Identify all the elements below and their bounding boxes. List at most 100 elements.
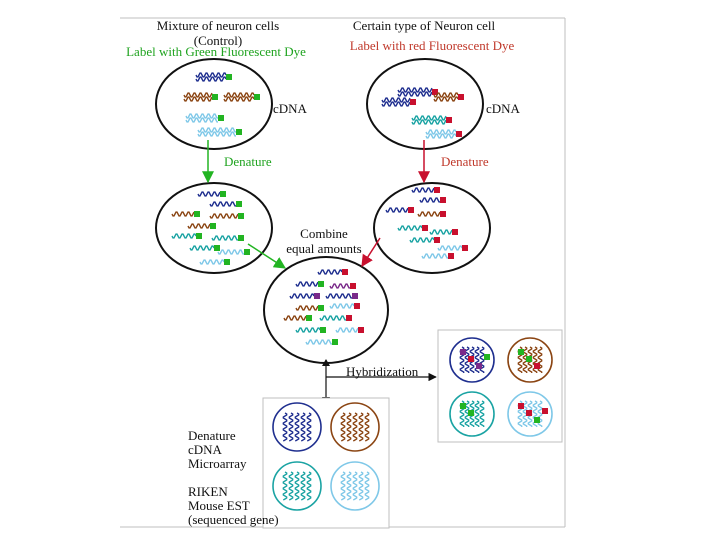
dna-strand	[189, 245, 215, 251]
array-strand	[340, 412, 346, 442]
dna-strand	[397, 87, 433, 93]
array-strand	[364, 471, 370, 501]
dna-strand	[223, 92, 255, 98]
dye-label-spot	[236, 129, 242, 135]
dye-label-spot	[422, 225, 428, 231]
dna-strand	[421, 253, 448, 259]
control-cdna-cell	[155, 58, 273, 150]
dna-strand	[411, 119, 447, 125]
dye-label-spot	[462, 245, 468, 251]
array-strand	[282, 412, 288, 442]
dye-label-spot	[352, 293, 358, 299]
array-strand	[358, 412, 364, 442]
dye-label-spot	[434, 237, 440, 243]
dna-strand	[209, 213, 239, 219]
dna-strand	[433, 92, 459, 98]
dye-label-spot	[468, 356, 474, 362]
array-strand	[358, 471, 364, 501]
dye-label-spot	[526, 410, 532, 416]
dna-strand	[283, 315, 307, 321]
dna-strand	[289, 293, 315, 299]
dna-strand	[397, 225, 423, 231]
array-spot	[272, 461, 322, 511]
target-title: Certain type of Neuron cell	[352, 18, 496, 33]
array-strand	[288, 412, 294, 442]
dna-strand	[171, 233, 197, 239]
dye-label-spot	[236, 201, 242, 207]
dye-label-spot	[224, 259, 230, 265]
cdna-left-label: cDNA	[273, 101, 307, 116]
dna-strand	[187, 223, 211, 229]
dye-label-spot	[196, 233, 202, 239]
array-strand	[294, 471, 300, 501]
dna-strand	[319, 315, 346, 321]
dye-label-spot	[354, 303, 360, 309]
dna-strand	[209, 201, 236, 207]
dye-label-spot	[332, 339, 338, 345]
dye-label-spot	[320, 327, 326, 333]
target-cdna-cell	[366, 58, 484, 150]
dye-label-spot	[408, 207, 414, 213]
denature-right-label: Denature	[441, 154, 489, 169]
dna-strand	[381, 97, 411, 103]
dye-label-spot	[526, 356, 532, 362]
dye-label-spot	[468, 410, 474, 416]
dna-strand	[417, 211, 441, 217]
array-spot	[272, 402, 322, 452]
array-strand	[306, 412, 312, 442]
array-strand	[300, 471, 306, 501]
dye-label-spot	[484, 354, 490, 360]
dye-label-spot	[456, 131, 462, 137]
dye-label-spot	[434, 187, 440, 193]
array-strand	[282, 471, 288, 501]
dna-strand	[295, 281, 319, 287]
dna-strand	[317, 269, 343, 275]
dye-label-spot	[446, 117, 452, 123]
dye-label-spot	[194, 211, 200, 217]
array-strand	[340, 471, 346, 501]
dye-label-spot	[218, 115, 224, 121]
dna-strand	[335, 327, 359, 333]
array-strand	[532, 346, 538, 373]
dna-strand	[199, 259, 225, 265]
dna-strand	[411, 115, 447, 121]
target-denatured-cell	[373, 182, 491, 274]
dye-label-spot	[458, 94, 464, 100]
array-strand	[364, 412, 370, 442]
dye-label-spot	[342, 269, 348, 275]
array-strand	[306, 471, 312, 501]
dna-strand	[329, 303, 355, 309]
dye-label-spot	[306, 315, 312, 321]
cdna-right-label: cDNA	[486, 101, 520, 116]
dye-label-spot	[440, 211, 446, 217]
dye-label-spot	[318, 305, 324, 311]
dna-strand	[185, 113, 218, 119]
array-spot	[330, 402, 380, 452]
dna-strand	[223, 96, 255, 102]
dna-strand	[197, 131, 236, 137]
dye-label-spot	[476, 363, 482, 369]
array-strand	[532, 400, 538, 427]
dna-strand	[197, 191, 221, 197]
green-dye-label: Label with Green Fluorescent Dye	[126, 44, 306, 59]
dye-label-spot	[460, 349, 466, 355]
dna-strand	[171, 211, 195, 217]
array-strand	[294, 412, 300, 442]
denature-left-label: Denature	[224, 154, 272, 169]
dye-label-spot	[254, 94, 260, 100]
array-strand	[352, 412, 358, 442]
dna-strand	[295, 305, 319, 311]
dye-label-spot	[210, 223, 216, 229]
connector-up-arrowhead	[322, 359, 330, 366]
dna-strand	[217, 249, 244, 255]
dna-strand	[409, 237, 435, 243]
dna-strand	[381, 101, 411, 107]
dna-strand	[397, 91, 433, 97]
dye-label-spot	[314, 293, 320, 299]
array-strand	[479, 400, 485, 427]
dye-label-spot	[346, 315, 352, 321]
combine-label: Combine equal amounts	[286, 226, 362, 256]
dye-label-spot	[220, 191, 226, 197]
dna-strand	[183, 92, 213, 98]
